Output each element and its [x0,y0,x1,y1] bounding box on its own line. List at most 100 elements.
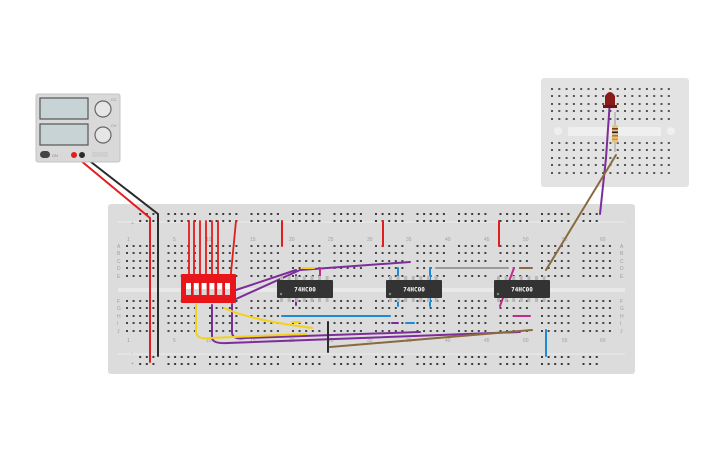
hole[interactable] [353,300,356,302]
hole[interactable] [209,220,211,222]
hole[interactable] [587,142,590,144]
hole[interactable] [132,245,135,247]
hole[interactable] [298,356,301,358]
hole[interactable] [180,260,183,262]
hole[interactable] [270,363,273,365]
hole[interactable] [318,307,321,309]
hole[interactable] [567,315,570,317]
hole[interactable] [484,260,487,262]
hole[interactable] [519,245,522,247]
hole[interactable] [519,213,522,215]
hole[interactable] [235,322,238,324]
hole[interactable] [423,245,426,247]
hole[interactable] [333,307,336,309]
hole[interactable] [638,149,641,151]
hole[interactable] [416,267,419,269]
hole[interactable] [572,172,575,174]
hole[interactable] [594,164,597,166]
hole[interactable] [139,300,142,302]
hole[interactable] [292,356,294,358]
hole[interactable] [126,322,128,324]
hole[interactable] [660,157,663,159]
hole[interactable] [423,220,426,222]
hole[interactable] [602,164,605,166]
hole[interactable] [257,213,260,215]
hole[interactable] [547,213,550,215]
hole[interactable] [558,164,561,166]
hole[interactable] [180,363,183,365]
hole[interactable] [215,322,218,324]
hole[interactable] [270,322,273,324]
hole[interactable] [250,252,253,254]
hole[interactable] [346,260,349,262]
hole[interactable] [506,330,509,332]
hole[interactable] [250,275,253,277]
hole[interactable] [560,300,563,302]
hole[interactable] [477,300,480,302]
hole[interactable] [375,260,377,262]
hole[interactable] [484,300,487,302]
hole[interactable] [346,220,349,222]
hole[interactable] [582,245,585,247]
hole[interactable] [333,220,336,222]
hole[interactable] [257,300,260,302]
hole[interactable] [512,356,515,358]
hole[interactable] [276,300,279,302]
hole[interactable] [209,307,211,309]
hole[interactable] [609,118,612,120]
hole[interactable] [631,110,634,112]
hole[interactable] [519,363,522,365]
hole[interactable] [381,213,384,215]
hole[interactable] [558,103,561,105]
hole[interactable] [589,275,592,277]
hole[interactable] [167,300,170,302]
hole[interactable] [276,307,279,309]
hole[interactable] [458,213,460,215]
hole[interactable] [512,260,515,262]
hole[interactable] [394,245,397,247]
hole[interactable] [519,322,522,324]
hole[interactable] [167,260,170,262]
hole[interactable] [311,220,314,222]
power-button[interactable] [40,151,50,158]
hole[interactable] [228,322,231,324]
hole[interactable] [595,267,598,269]
hole[interactable] [484,330,487,332]
hole[interactable] [660,149,663,151]
hole[interactable] [167,275,170,277]
hole[interactable] [145,267,148,269]
dip-switch-lever[interactable] [209,289,215,295]
hole[interactable] [359,330,362,332]
hole[interactable] [388,220,391,222]
hole[interactable] [340,213,343,215]
hole[interactable] [416,363,419,365]
hole[interactable] [346,267,349,269]
hole[interactable] [193,356,196,358]
hole[interactable] [257,330,260,332]
hole[interactable] [464,307,467,309]
hole[interactable] [276,220,279,222]
hole[interactable] [582,315,585,317]
hole[interactable] [423,275,426,277]
hole[interactable] [558,149,561,151]
hole[interactable] [558,110,561,112]
hole[interactable] [565,149,568,151]
hole[interactable] [145,245,148,247]
hole[interactable] [560,252,563,254]
hole[interactable] [541,267,543,269]
hole[interactable] [139,220,142,222]
hole[interactable] [525,363,528,365]
hole[interactable] [174,322,177,324]
hole[interactable] [560,213,563,215]
hole[interactable] [305,220,308,222]
hole[interactable] [145,330,148,332]
hole[interactable] [126,252,128,254]
hole[interactable] [375,245,377,247]
hole[interactable] [477,245,480,247]
hole[interactable] [187,315,190,317]
hole[interactable] [340,300,343,302]
hole[interactable] [263,220,266,222]
hole[interactable] [228,315,231,317]
hole[interactable] [631,88,634,90]
hole[interactable] [423,363,426,365]
